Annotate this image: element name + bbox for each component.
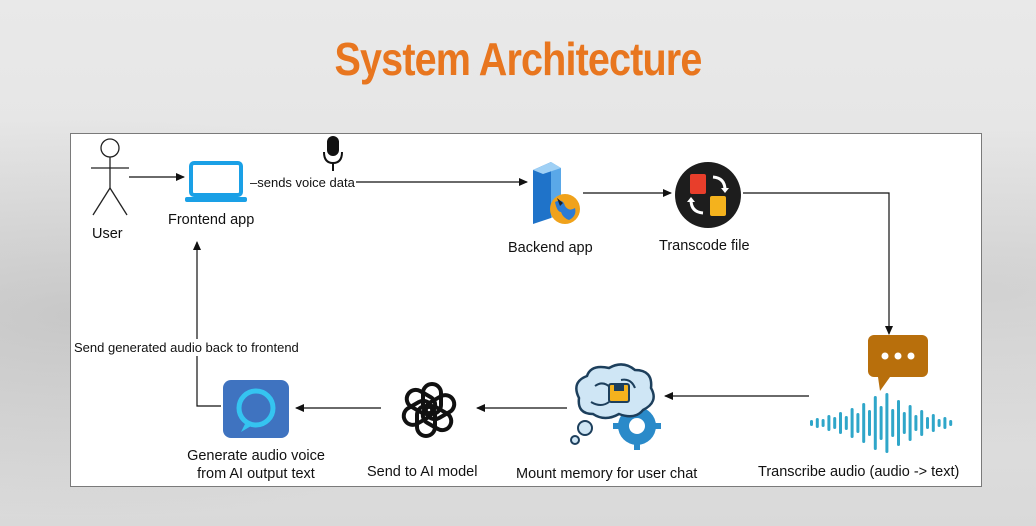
- transcode-icon: [675, 162, 741, 228]
- edge-generate-frontend: [193, 241, 221, 407]
- transcribe-label: Transcribe audio (audio -> text): [758, 464, 960, 480]
- generate-label-line1: Generate audio voice: [187, 448, 325, 464]
- voice-edge-label: –sends voice data: [249, 174, 356, 191]
- frontend-label: Frontend app: [168, 212, 255, 228]
- openai-logo-icon: [401, 382, 457, 438]
- backend-label: Backend app: [508, 240, 593, 256]
- ai-model-label: Send to AI model: [367, 464, 478, 480]
- transcode-label: Transcode file: [659, 238, 750, 254]
- edge-transcode-transcribe: [743, 192, 893, 335]
- brain-gear-icon: [570, 363, 661, 450]
- server-globe-icon: [533, 162, 580, 224]
- alexa-icon: [223, 380, 289, 438]
- user-label: User: [92, 226, 123, 242]
- back-edge-label: Send generated audio back to frontend: [73, 339, 300, 356]
- page-title: System Architecture: [334, 33, 703, 85]
- generate-label-line2: from AI output text: [197, 466, 315, 482]
- chat-bubble-icon: [868, 335, 928, 391]
- laptop-icon: [185, 161, 247, 202]
- memory-label: Mount memory for user chat: [516, 466, 698, 482]
- stick-figure-icon: [91, 138, 129, 216]
- microphone-icon: [323, 136, 343, 171]
- architecture-diagram: User Frontend app –sends voice data Back…: [70, 133, 982, 487]
- waveform-icon: [810, 393, 953, 453]
